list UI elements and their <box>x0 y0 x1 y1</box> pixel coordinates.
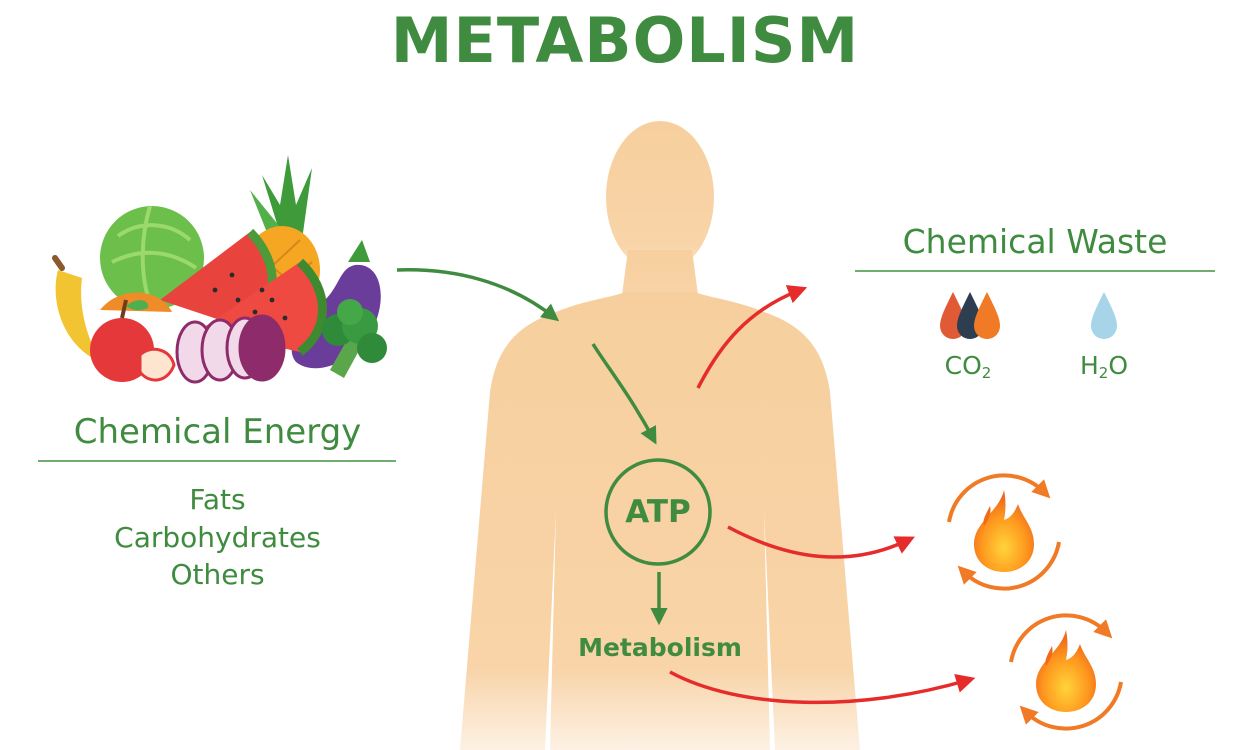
human-body-icon <box>460 121 860 750</box>
page-title: METABOLISM <box>390 4 860 77</box>
chemical-energy-divider <box>38 460 396 462</box>
atp-label: ATP <box>625 494 691 530</box>
metabolism-to-heat-arrow <box>669 670 976 705</box>
co2-label: CO2 <box>944 351 992 382</box>
water-drop-icon <box>1091 292 1117 339</box>
chemical-waste-label: Chemical Waste <box>902 222 1168 261</box>
co2-drops-icon <box>940 292 1000 339</box>
food-to-body-arrow <box>396 268 560 322</box>
flame-cycle-icon <box>947 473 1061 591</box>
atp-to-heat-arrow <box>727 525 915 559</box>
metabolism-label: Metabolism <box>578 633 742 662</box>
nutrient-item-carbohydrates: Carbohydrates <box>114 521 321 554</box>
nutrient-item-fats: Fats <box>189 483 246 516</box>
h2o-label: H2O <box>1079 351 1129 382</box>
atp-circle <box>604 458 712 566</box>
fruits-vegetables-icon <box>52 155 387 384</box>
waste-arrow <box>696 285 808 389</box>
chemical-energy-label: Chemical Energy <box>73 412 362 452</box>
nutrient-item-others: Others <box>170 558 265 591</box>
body-to-atp-arrow <box>591 343 657 445</box>
flame-cycle-icon <box>1009 613 1123 731</box>
chemical-waste-divider <box>855 270 1215 272</box>
